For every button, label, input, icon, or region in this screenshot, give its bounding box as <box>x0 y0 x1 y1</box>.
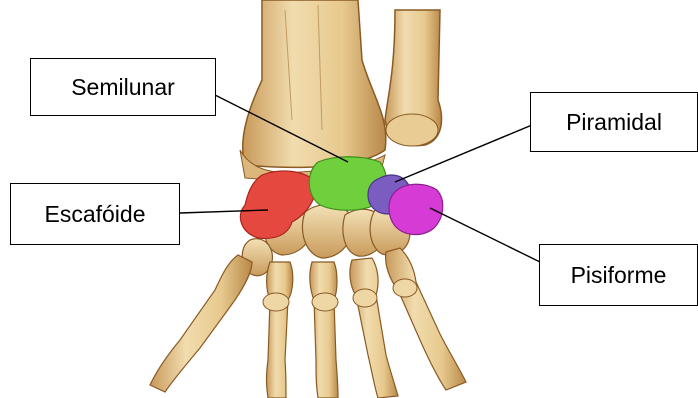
label-piramidal: Piramidal <box>530 92 698 152</box>
ulna-bone <box>385 10 442 146</box>
pisiforme-bone <box>389 184 443 234</box>
label-escafoide: Escafóide <box>10 183 180 245</box>
pisiforme-leader-line <box>430 208 540 262</box>
radius-bone <box>240 0 386 180</box>
label-pisiforme: Pisiforme <box>539 244 698 306</box>
metacarpals <box>150 248 466 398</box>
label-semilunar: Semilunar <box>30 58 216 116</box>
